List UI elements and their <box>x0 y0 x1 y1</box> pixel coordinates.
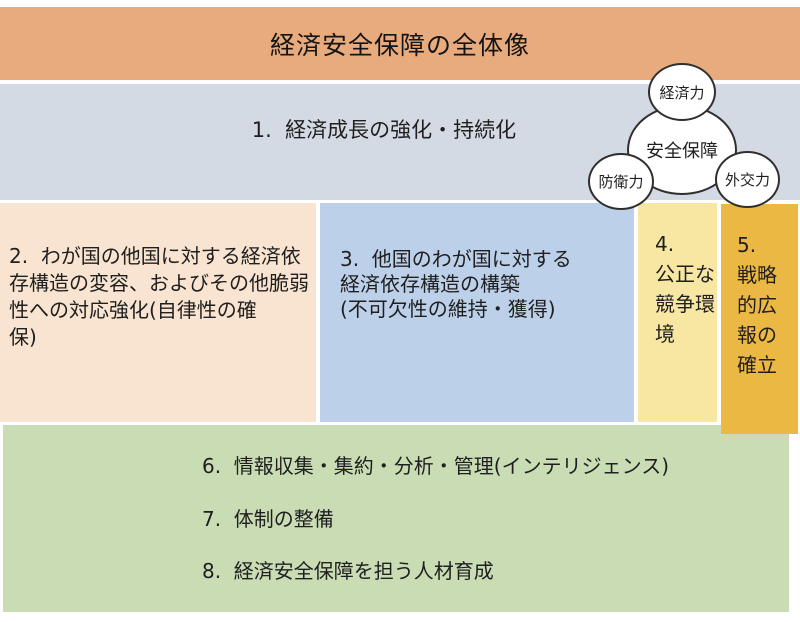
defense-power-circle: 防衛力 <box>588 153 654 210</box>
section-3-box: 3. 他国のわが国に対する 経済依存構造の構築 (不可欠性の維持・獲得) <box>320 203 634 422</box>
title-bar: 経済安全保障の全体像 <box>0 7 800 80</box>
section-1-label: 1. 経済成長の強化・持続化 <box>251 118 517 142</box>
section-2-box: 2. わが国の他国に対する経済依 存構造の変容、およびその他脆弱 性への対応強化… <box>0 203 316 422</box>
section-4-box: 4. 公正な 競争環 境 <box>638 203 717 422</box>
economic-power-label: 経済力 <box>659 83 705 102</box>
section-2-text: 2. わが国の他国に対する経済依 存構造の変容、およびその他脆弱 性への対応強化… <box>9 244 309 349</box>
section-5-box: 5. 戦略 的広 報の 確立 <box>721 204 798 434</box>
section-7-label: 7. 体制の整備 <box>202 507 334 531</box>
economic-power-circle: 経済力 <box>648 63 716 121</box>
defense-power-label: 防衛力 <box>598 173 644 191</box>
diplomatic-power-circle: 外交力 <box>715 151 780 208</box>
section-4-text: 4. 公正な 競争環 境 <box>655 232 715 346</box>
section-8-label: 8. 経済安全保障を担う人材育成 <box>202 559 494 583</box>
slide-title: 経済安全保障の全体像 <box>269 30 530 60</box>
diplomatic-power-label: 外交力 <box>724 171 770 189</box>
security-center-label: 安全保障 <box>646 141 718 162</box>
section-3-text: 3. 他国のわが国に対する 経済依存構造の構築 (不可欠性の維持・獲得) <box>340 247 572 321</box>
section-5-text: 5. 戦略 的広 報の 確立 <box>737 233 777 377</box>
section-6-label: 6. 情報収集・集約・分析・管理(インテリジェンス) <box>202 454 670 478</box>
sections-6-7-8-box: 6. 情報収集・集約・分析・管理(インテリジェンス) 7. 体制の整備 8. 経… <box>3 425 789 612</box>
